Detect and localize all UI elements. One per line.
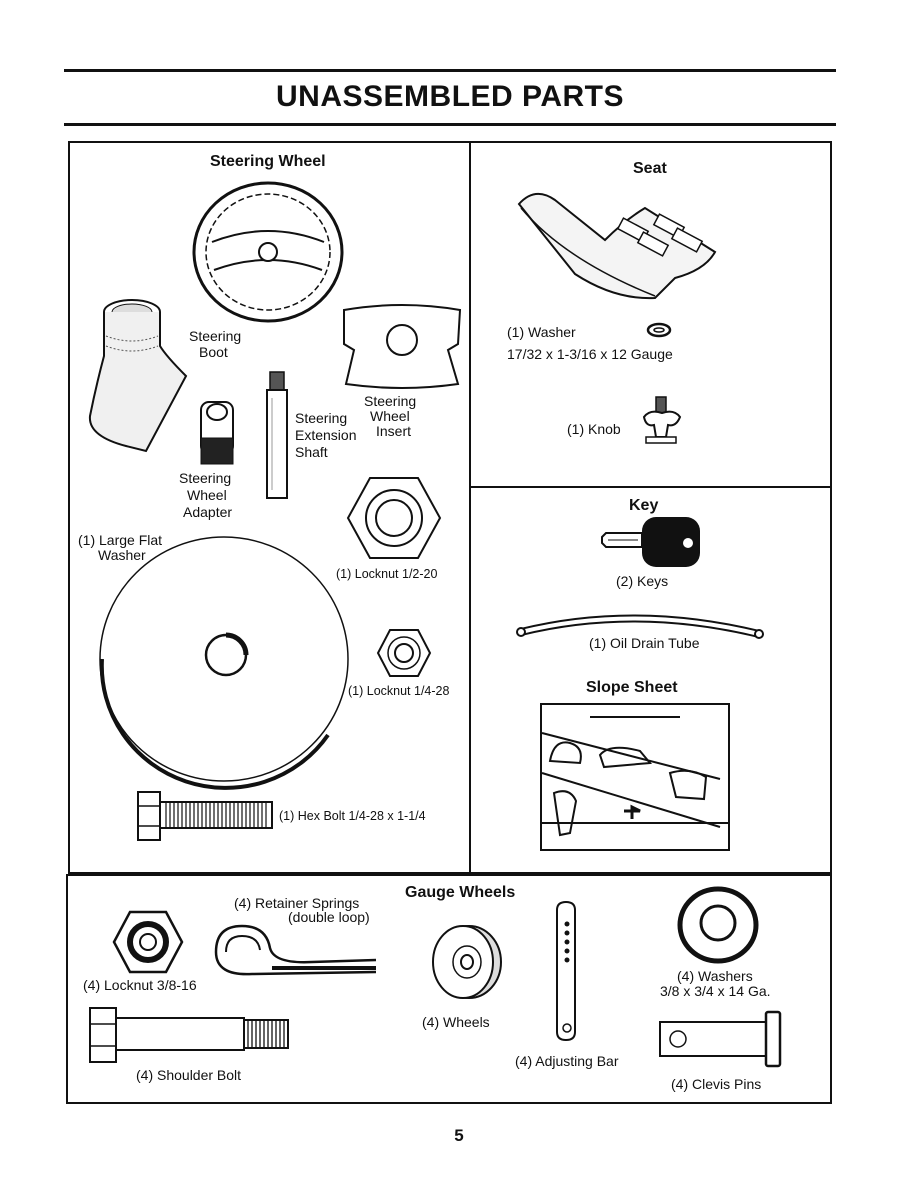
insert-label-3: Insert [376,423,412,439]
keys-label: (2) Keys [616,573,669,589]
wheels-label: (4) Wheels [422,1014,490,1030]
steering-boot-label-2: Boot [199,344,228,360]
large-flat-washer-label-2: Washer [98,547,146,563]
adapter-label-3: Adapter [183,504,233,520]
locknut-three-eighths-illustration [112,910,184,974]
large-flat-washer-illustration [99,536,349,790]
steering-wheel-illustration [192,181,344,323]
slope-sheet-illustration [540,703,730,851]
locknut-three-eighths-label: (4) Locknut 3/8-16 [83,977,197,993]
gauge-wheels-panel [66,874,832,1104]
clevis-pin-illustration [659,1010,782,1068]
key-illustration [601,517,700,567]
locknut-quarter-inch-illustration [376,629,432,677]
retainer-springs-label-2: (double loop) [288,909,370,925]
oil-drain-tube-label: (1) Oil Drain Tube [589,635,700,651]
adjusting-bar-label: (4) Adjusting Bar [515,1053,619,1069]
gauge-washer-illustration [677,886,759,964]
hex-bolt-label: (1) Hex Bolt 1/4-28 x 1-1/4 [279,809,426,823]
shaft-label-1: Steering [295,410,348,426]
steering-wheel-heading: Steering Wheel [210,153,326,170]
adapter-label-1: Steering [179,470,232,486]
shaft-label-3: Shaft [295,444,328,460]
title-underline-rule [64,123,836,126]
clevis-pins-label: (4) Clevis Pins [671,1076,762,1092]
locknut-quarter-inch-label: (1) Locknut 1/4-28 [348,684,450,698]
steering-extension-shaft-illustration [266,371,288,499]
key-panel [469,486,832,874]
page-number: 5 [454,1126,464,1145]
seat-washer-label: (1) Washer [507,324,576,340]
steering-boot-label-1: Steering [189,328,242,344]
shaft-label-2: Extension [295,427,357,443]
gauge-wheel-illustration [432,925,502,999]
adapter-label-2: Wheel [187,487,227,503]
locknut-half-inch-illustration [346,477,442,559]
seat-heading: Seat [633,160,667,177]
seat-washer-icon [646,322,672,338]
adjusting-bar-illustration [556,900,576,1042]
steering-wheel-insert-illustration [343,304,462,389]
oil-drain-tube-illustration [516,614,764,639]
shoulder-bolt-label: (4) Shoulder Bolt [136,1067,242,1083]
key-heading: Key [629,497,659,514]
knob-icon [642,396,682,444]
insert-label-1: Steering [364,393,417,409]
knob-label: (1) Knob [567,421,621,437]
retainer-springs-label-1: (4) Retainer Springs [234,895,360,911]
steering-wheel-adapter-illustration [200,401,234,465]
steering-boot-illustration [88,299,188,453]
retainer-spring-illustration [214,924,377,976]
large-flat-washer-label-1: (1) Large Flat [78,532,163,548]
hex-bolt-illustration [137,791,273,841]
gauge-wheels-heading: Gauge Wheels [405,884,516,901]
slope-sheet-heading: Slope Sheet [586,679,678,696]
top-rule [64,69,836,72]
seat-illustration [517,193,717,300]
page-title: UNASSEMBLED PARTS [276,80,624,113]
washers-label-1: (4) Washers [677,968,753,984]
shoulder-bolt-illustration [89,1007,289,1063]
seat-washer-spec: 17/32 x 1-3/16 x 12 Gauge [507,346,673,362]
washers-label-2: 3/8 x 3/4 x 14 Ga. [660,983,771,999]
locknut-half-inch-label: (1) Locknut 1/2-20 [336,567,438,581]
insert-label-2: Wheel [370,408,410,424]
